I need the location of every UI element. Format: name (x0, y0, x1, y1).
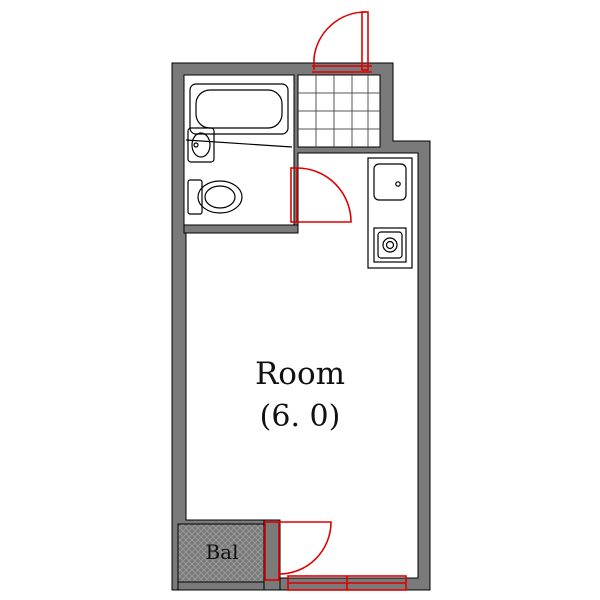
washbasin-icon (187, 127, 215, 163)
shower-tiles (298, 75, 380, 147)
kitchen-sink-icon (373, 163, 407, 201)
balcony-label: Bal (205, 540, 238, 564)
bathtub-icon (185, 83, 293, 148)
toilet-icon (187, 179, 243, 215)
balcony-rail (177, 581, 265, 591)
balcony-door (264, 521, 332, 581)
bottom-window (287, 575, 407, 591)
bathroom-door (290, 167, 352, 223)
stove-icon (373, 227, 407, 263)
balcony-wall (263, 519, 281, 591)
entrance-door (312, 11, 372, 73)
partition-wall (183, 224, 299, 234)
room-size-label: (6. 0) (260, 399, 341, 434)
room-name-label: Room (255, 356, 345, 392)
kitchen-counter (367, 157, 413, 269)
